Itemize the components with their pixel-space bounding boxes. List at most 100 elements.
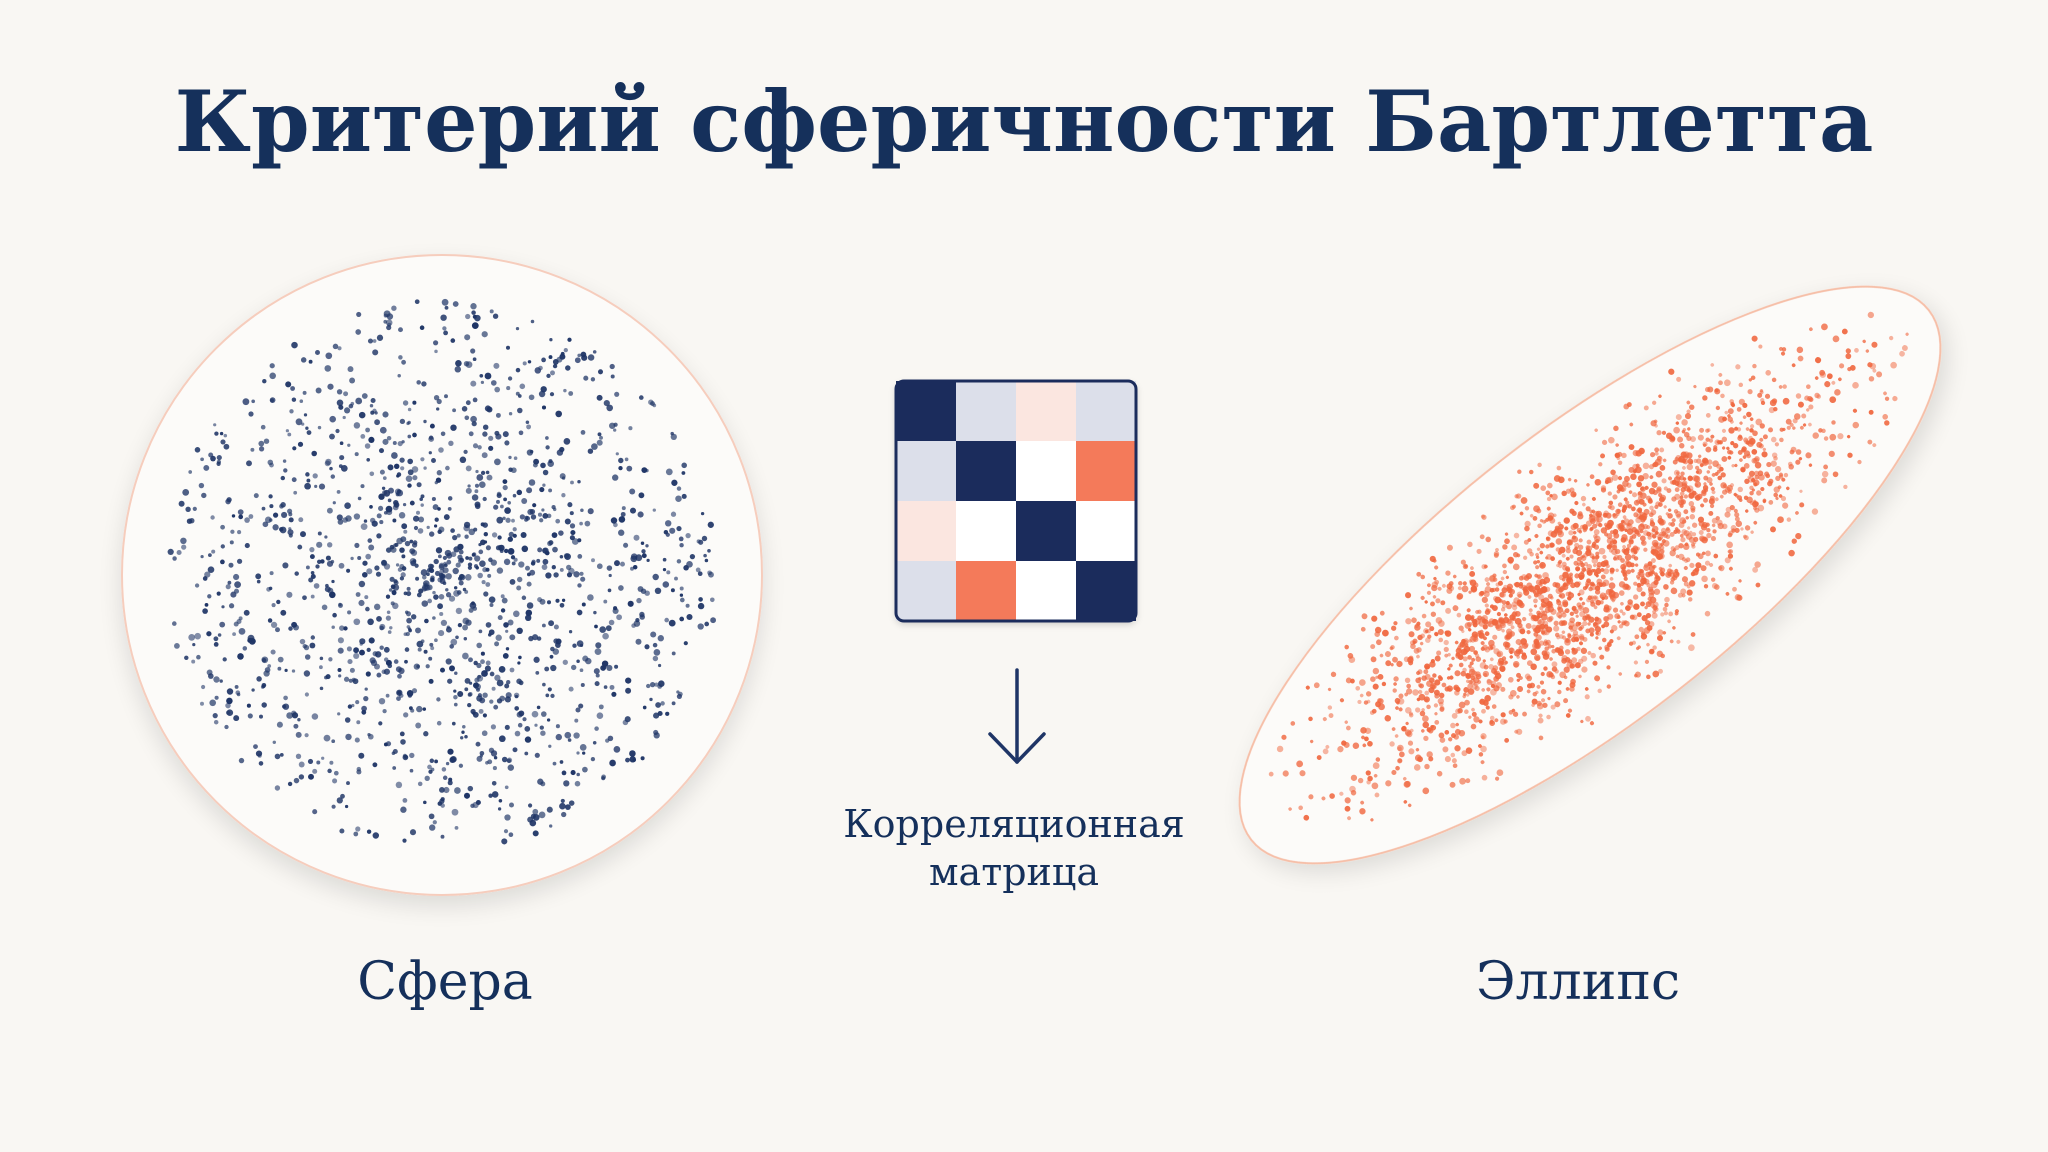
sphere-point xyxy=(493,504,499,510)
ellipse-point xyxy=(1546,616,1553,623)
ellipse-point xyxy=(1590,652,1596,659)
ellipse-point xyxy=(1475,656,1482,662)
sphere-point xyxy=(402,797,408,803)
ellipse-point xyxy=(1392,688,1397,693)
ellipse-point xyxy=(1461,629,1465,633)
ellipse-point xyxy=(1481,688,1485,692)
sphere-point xyxy=(462,624,469,631)
ellipse-point xyxy=(1431,581,1439,588)
sphere-point xyxy=(305,472,310,477)
ellipse-point xyxy=(1606,665,1611,670)
ellipse-point xyxy=(1734,463,1738,468)
ellipse-point xyxy=(1393,676,1399,682)
sphere-point xyxy=(611,691,617,697)
sphere-point xyxy=(283,468,288,473)
sphere-point xyxy=(592,741,597,745)
ellipse-point xyxy=(1458,662,1464,668)
ellipse-point xyxy=(1630,562,1635,568)
ellipse-point xyxy=(1468,590,1472,594)
sphere-point xyxy=(518,561,525,568)
ellipse-point xyxy=(1638,523,1645,531)
sphere-point xyxy=(329,466,333,471)
sphere-point xyxy=(567,502,573,508)
sphere-point xyxy=(423,800,427,805)
sphere-point xyxy=(573,732,580,739)
ellipse-point xyxy=(1724,511,1731,518)
ellipse-point xyxy=(1607,589,1613,594)
ellipse-point xyxy=(1473,716,1480,723)
sphere-point xyxy=(279,527,284,532)
sphere-point xyxy=(393,463,400,470)
sphere-point xyxy=(287,432,292,437)
ellipse-point xyxy=(1290,721,1296,726)
sphere-point xyxy=(524,736,532,743)
ellipse-point xyxy=(1753,520,1758,525)
ellipse-point xyxy=(1369,710,1375,715)
sphere-point xyxy=(360,484,365,489)
ellipse-point xyxy=(1345,725,1351,731)
ellipse-point xyxy=(1744,478,1750,485)
sphere-point xyxy=(532,830,539,837)
sphere-point xyxy=(637,511,644,518)
sphere-point xyxy=(331,739,336,744)
ellipse-point xyxy=(1755,582,1761,588)
ellipse-point xyxy=(1753,506,1758,511)
ellipse-point xyxy=(1703,497,1708,503)
ellipse-point xyxy=(1606,537,1614,544)
sphere-point xyxy=(355,329,362,335)
sphere-point xyxy=(628,426,633,431)
sphere-point xyxy=(401,359,406,365)
ellipse-point xyxy=(1655,470,1663,478)
ellipse-point xyxy=(1536,619,1542,625)
sphere-point xyxy=(407,693,413,698)
ellipse-point xyxy=(1710,536,1717,542)
ellipse-point xyxy=(1693,536,1699,543)
sphere-point xyxy=(446,552,453,559)
ellipse-point xyxy=(1693,384,1697,389)
sphere-point xyxy=(430,767,435,772)
sphere-point xyxy=(376,533,382,539)
ellipse-point xyxy=(1669,639,1674,644)
ellipse-point xyxy=(1782,384,1787,389)
ellipse-point xyxy=(1360,800,1365,805)
sphere-point xyxy=(198,482,205,489)
sphere-point xyxy=(407,434,412,439)
ellipse-point xyxy=(1654,451,1659,456)
sphere-point xyxy=(681,462,687,469)
sphere-point xyxy=(407,627,412,631)
sphere-point xyxy=(316,559,322,565)
ellipse-point xyxy=(1365,691,1372,697)
sphere-point xyxy=(655,702,661,708)
sphere-point xyxy=(219,431,224,436)
ellipse-point xyxy=(1669,436,1676,443)
sphere-point xyxy=(662,581,670,588)
sphere-point xyxy=(626,465,633,472)
ellipse-point xyxy=(1612,607,1619,613)
sphere-point xyxy=(486,474,493,481)
sphere-point xyxy=(474,483,480,488)
sphere-point xyxy=(451,721,456,726)
sphere-point xyxy=(180,537,187,545)
sphere-point xyxy=(464,678,471,684)
ellipse-point xyxy=(1595,510,1603,518)
ellipse-point xyxy=(1760,398,1765,403)
ellipse-point xyxy=(1408,748,1415,755)
sphere-point xyxy=(620,561,625,567)
ellipse-point xyxy=(1616,509,1621,513)
sphere-point xyxy=(336,514,343,521)
ellipse-point xyxy=(1867,439,1873,445)
sphere-point xyxy=(412,432,417,438)
ellipse-point xyxy=(1507,556,1514,564)
ellipse-point xyxy=(1795,459,1801,465)
sphere-point xyxy=(574,357,581,364)
sphere-point xyxy=(577,479,581,484)
ellipse-point xyxy=(1553,475,1561,482)
ellipse-point xyxy=(1414,754,1422,762)
ellipse-point xyxy=(1536,574,1541,579)
sphere-point xyxy=(338,603,343,608)
ellipse-point xyxy=(1665,512,1669,516)
sphere-point xyxy=(232,632,237,636)
ellipse-point xyxy=(1698,454,1702,458)
ellipse-point xyxy=(1288,807,1292,811)
matrix-cells xyxy=(896,381,1136,621)
